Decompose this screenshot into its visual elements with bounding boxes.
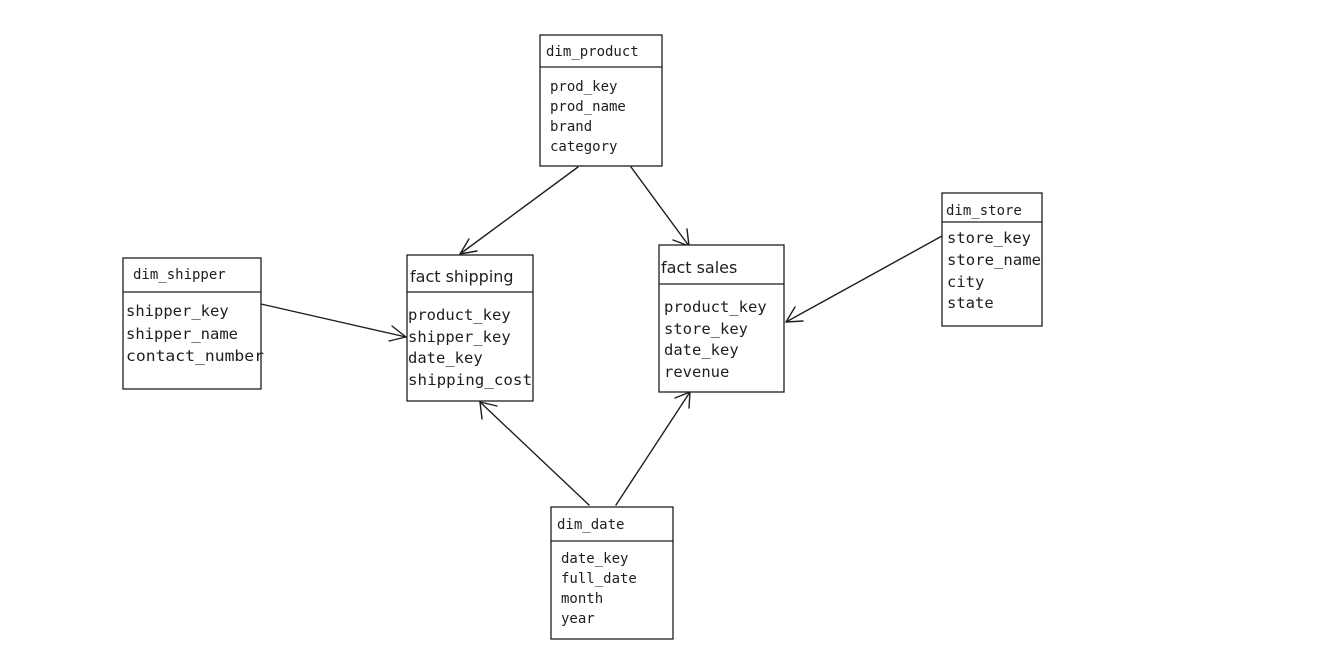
- field-shipper-key: shipper_key: [408, 328, 511, 346]
- field-store-key: store_key: [664, 320, 748, 338]
- field-prod-key: prod_key: [550, 79, 617, 95]
- arrow-dim-date-to-fact-shipping: [479, 401, 590, 506]
- table-title-dim-store: dim_store: [946, 203, 1022, 219]
- table-fact-sales[interactable]: fact sales product_key store_key date_ke…: [658, 244, 785, 393]
- field-shipping-cost: shipping_cost: [408, 371, 532, 389]
- field-date-key: date_key: [664, 341, 739, 359]
- field-store-name: store_name: [947, 251, 1041, 269]
- table-dim-date[interactable]: dim_date date_key full_date month year: [550, 506, 674, 640]
- arrow-dim-shipper-to-fact-shipping: [260, 303, 407, 342]
- arrow-dim-product-to-fact-sales: [630, 166, 690, 247]
- field-date-key: date_key: [561, 551, 628, 567]
- table-title-dim-date: dim_date: [557, 517, 624, 533]
- field-year: year: [561, 611, 595, 627]
- arrow-dim-date-to-fact-sales: [615, 391, 691, 506]
- table-dim-product[interactable]: dim_product prod_key prod_name brand cat…: [539, 34, 663, 167]
- table-title-fact-shipping: fact shipping: [410, 267, 514, 286]
- field-prod-name: prod_name: [550, 99, 626, 115]
- field-date-key: date_key: [408, 349, 483, 367]
- field-city: city: [947, 273, 984, 291]
- field-contact-number: contact_number: [126, 347, 264, 365]
- table-title-dim-product: dim_product: [546, 44, 639, 60]
- field-product-key: product_key: [408, 306, 511, 324]
- table-title-dim-shipper: dim_shipper: [133, 267, 226, 283]
- field-revenue: revenue: [664, 363, 729, 381]
- field-shipper-name: shipper_name: [126, 325, 238, 343]
- table-title-fact-sales: fact sales: [661, 258, 737, 277]
- field-product-key: product_key: [664, 298, 767, 316]
- field-brand: brand: [550, 119, 592, 135]
- table-dim-store[interactable]: dim_store store_key store_name city stat…: [941, 192, 1043, 327]
- field-store-key: store_key: [947, 229, 1031, 247]
- field-month: month: [561, 591, 603, 607]
- table-fact-shipping[interactable]: fact shipping product_key shipper_key da…: [406, 254, 534, 402]
- field-full-date: full_date: [561, 571, 637, 587]
- table-dim-shipper[interactable]: dim_shipper shipper_key shipper_name con…: [122, 257, 264, 390]
- arrow-dim-product-to-fact-shipping: [459, 166, 579, 255]
- field-category: category: [550, 139, 617, 155]
- field-shipper-key: shipper_key: [126, 302, 229, 320]
- arrow-dim-store-to-fact-sales: [785, 235, 943, 323]
- field-state: state: [947, 294, 994, 312]
